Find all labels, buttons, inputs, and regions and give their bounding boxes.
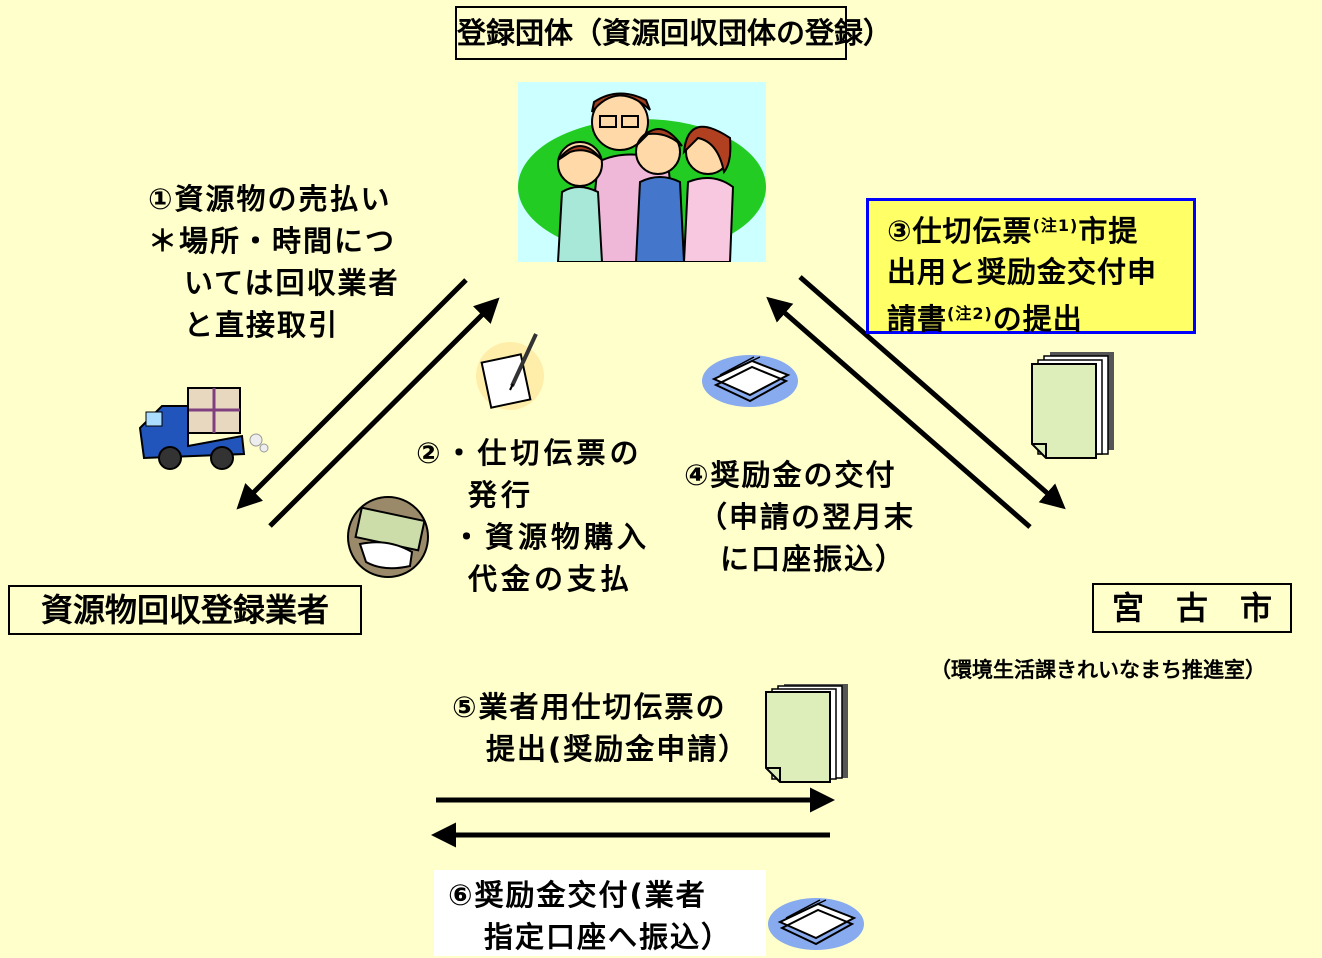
money-hand-icon <box>338 492 438 582</box>
step5-line2: 提出(奨励金申請） <box>486 732 750 766</box>
step2-line3: ・資源物購入 <box>452 520 651 554</box>
step1-line1: ①資源物の売払い <box>148 182 392 216</box>
step3-line3: 請書(注2)の提出 <box>887 302 1083 336</box>
family-clipart <box>518 82 766 263</box>
step4-line1: ④奨励金の交付 <box>684 458 897 492</box>
step2-line4: 代金の支払 <box>468 562 634 596</box>
step2-line2: 発行 <box>468 478 535 512</box>
arrow-group-to-city <box>798 275 1066 510</box>
step4-line3: に口座振込） <box>720 542 907 576</box>
documents-icon <box>1030 348 1120 460</box>
money-bundle-icon-bottom <box>766 888 866 953</box>
step6-line1: ⑥奨励金交付(業者 <box>448 878 707 912</box>
step1-line4: と直接取引 <box>184 308 340 342</box>
collector-box: 資源物回収登録業者 <box>8 585 362 635</box>
step3-line2: 出用と奨励金交付申 <box>887 255 1158 289</box>
truck-icon <box>132 378 272 478</box>
document-pen-icon <box>470 328 550 413</box>
collector-label: 資源物回収登録業者 <box>40 591 329 629</box>
step3-note1: (注1) <box>1032 216 1079 235</box>
city-label: 宮 古 市 <box>1111 589 1272 627</box>
arrow-city-to-group <box>766 296 1032 529</box>
step1-line3: いては回収業者 <box>184 266 400 300</box>
arrow-group-to-collector <box>236 278 468 510</box>
step3-note2: (注2) <box>947 304 993 323</box>
step3-box: ③仕切伝票(注1)市提 出用と奨励金交付申 請書(注2)の提出 <box>866 198 1196 336</box>
city-box: 宮 古 市 <box>1092 583 1292 633</box>
documents-icon-bottom <box>764 680 854 784</box>
step6-box: ⑥奨励金交付(業者 指定口座へ振込） <box>434 870 766 956</box>
step5-text: ⑤業者用仕切伝票の 提出(奨励金申請） <box>452 686 749 770</box>
step1-line2: ＊場所・時間につ <box>148 224 397 258</box>
arrow-collector-to-group <box>268 297 500 528</box>
step4-text: ④奨励金の交付 （申請の翌月末 に口座振込） <box>684 454 915 580</box>
step5-line1: ⑤業者用仕切伝票の <box>452 690 727 724</box>
money-bundle-icon <box>700 345 800 410</box>
step4-line2: （申請の翌月末 <box>698 500 916 534</box>
step1-text: ①資源物の売払い ＊場所・時間につ いては回収業者 と直接取引 <box>148 178 400 346</box>
step6-line2: 指定口座へ振込） <box>484 920 733 954</box>
step2-line1: ②・仕切伝票の <box>416 436 643 470</box>
step3-line1: ③仕切伝票(注1)市提 <box>887 214 1139 248</box>
step2-text: ②・仕切伝票の 発行 ・資源物購入 代金の支払 <box>416 432 650 600</box>
city-department: （環境生活課きれいなまち推進室） <box>930 658 1266 682</box>
registered-group-label: 登録団体（資源回収団体の登録） <box>457 16 893 50</box>
registered-group-box: 登録団体（資源回収団体の登録） <box>455 6 892 60</box>
